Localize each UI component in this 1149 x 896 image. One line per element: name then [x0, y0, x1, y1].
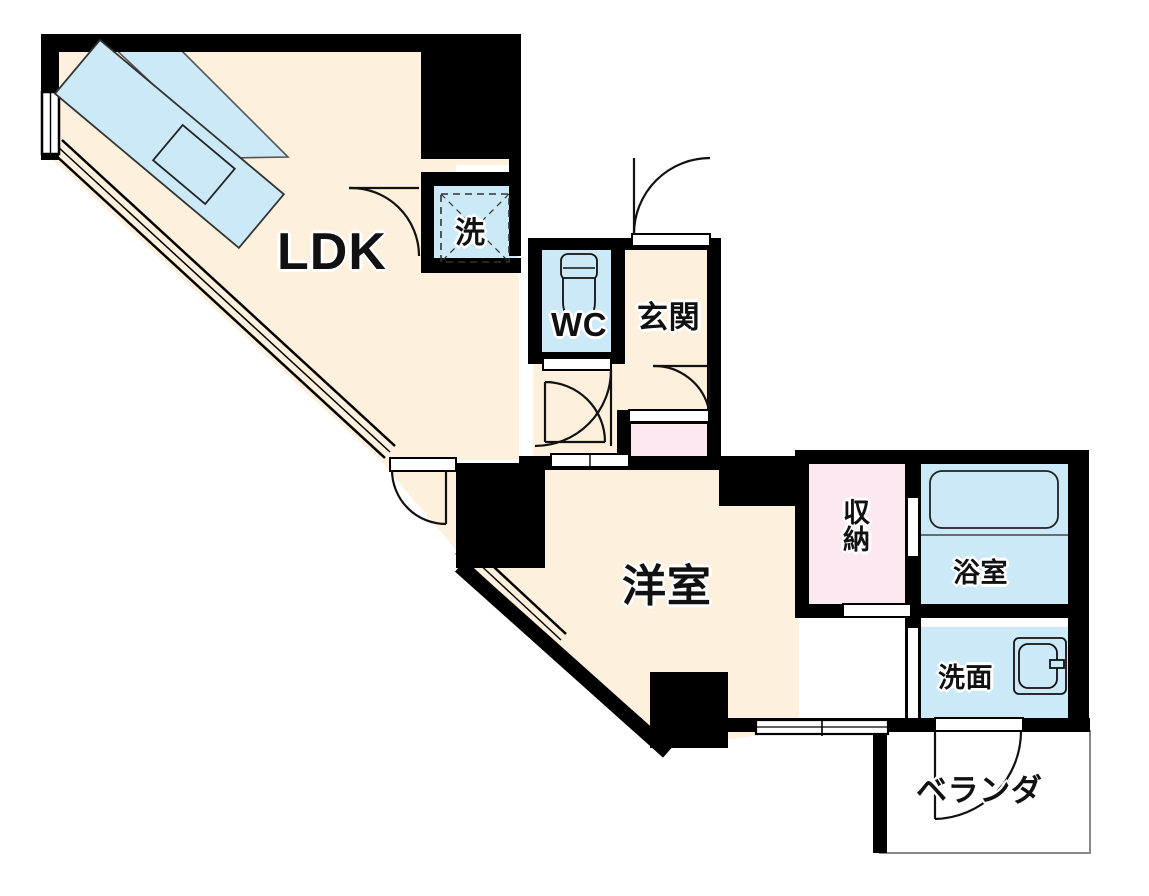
structural-pillar-south: [650, 672, 728, 748]
wall-wc-top: [528, 238, 625, 250]
door-corridor-south: [550, 453, 630, 468]
window-yoshitsu-south: [754, 718, 890, 736]
wall-yokushitsu-bottom: [905, 604, 1073, 618]
ldk-floor-lower: [53, 150, 456, 460]
kitchen-counter-fixture: [53, 38, 286, 250]
door-shuno: [842, 603, 912, 618]
wall-yoshitsu-diagonal: [455, 560, 673, 758]
wall-north-ldk: [53, 34, 519, 52]
kitchen-sink: [151, 123, 237, 206]
wall-right-outer-top: [795, 450, 1089, 464]
wall-wc-left: [528, 238, 542, 364]
toilet-fixture: [560, 253, 598, 325]
wall-yoshitsu-north-blk: [719, 456, 799, 506]
window-ldk-diagonal: [51, 139, 396, 459]
door-ldk-south: [389, 457, 457, 526]
wall-veranda-left: [873, 731, 887, 853]
door-veranda: [933, 717, 1024, 821]
bathtub-fixture: [921, 470, 1068, 536]
door-hall-to-ldk: [543, 380, 607, 444]
structural-pillar-west: [456, 463, 545, 568]
wall-west-upper: [41, 34, 59, 96]
wall-washer-top: [421, 172, 521, 186]
wall-shuno-left: [795, 450, 809, 618]
washbasin-fixture: [1013, 637, 1067, 695]
veranda-floor: [879, 730, 1091, 854]
window-ldk-left: [40, 90, 61, 156]
wall-washer-bottom: [421, 258, 521, 273]
washing-machine-slot: [440, 193, 510, 263]
wall-right-outer-right: [1068, 450, 1089, 732]
door-senmen: [906, 496, 920, 720]
window-yoshitsu-diagonal: [455, 540, 567, 647]
door-ldk-to-hall: [348, 186, 421, 257]
wall-washer-left: [421, 172, 434, 272]
wall-wc-right: [611, 238, 625, 364]
wall-veranda-top-r: [1022, 718, 1090, 732]
door-hall-to-room: [628, 364, 711, 423]
structural-shaft-north-edge: [509, 34, 521, 256]
structural-shaft-north: [421, 34, 520, 159]
door-entrance: [631, 156, 711, 247]
door-wc: [534, 357, 613, 448]
shuno-floor: [808, 462, 912, 610]
wall-genkan-right: [707, 238, 721, 470]
shoe-closet-floor: [629, 425, 714, 461]
